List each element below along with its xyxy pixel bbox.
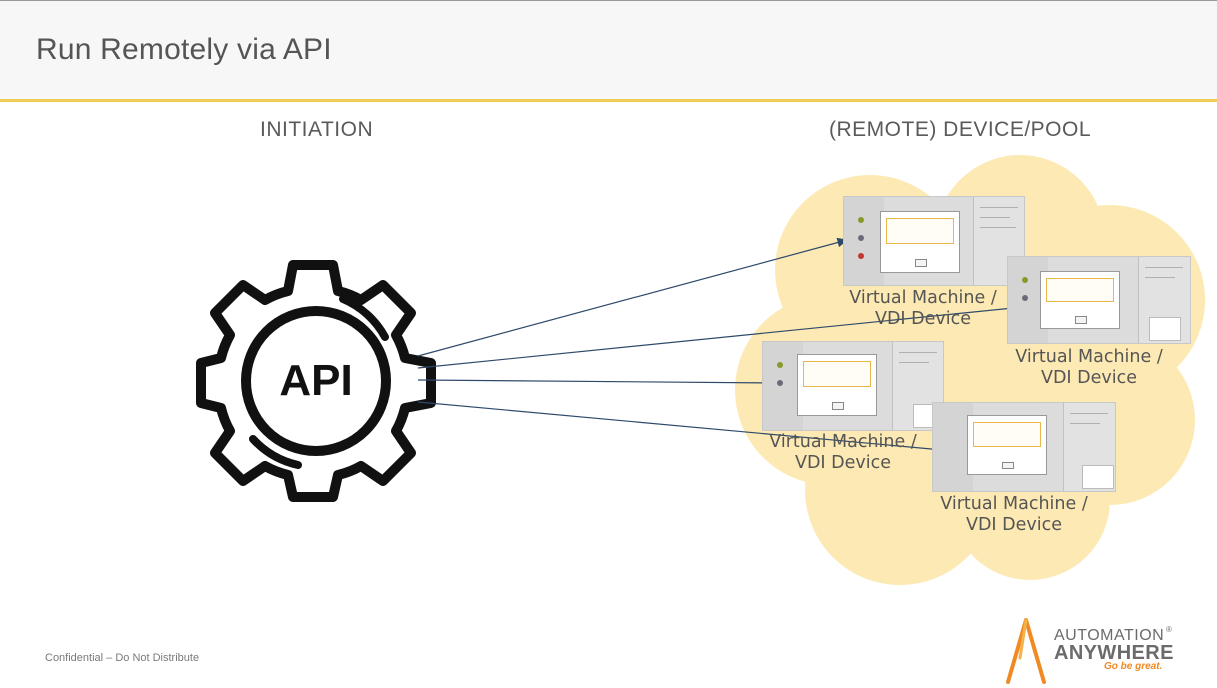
logo-text-anywhere: ANYWHERE [1054, 642, 1174, 664]
slide-title: Run Remotely via API [36, 33, 332, 66]
device-4-label: Virtual Machine / VDI Device [940, 494, 1088, 535]
arrow-to-device-3 [417, 378, 777, 388]
device-3-screenshot [762, 341, 944, 431]
device-2-screenshot [1007, 256, 1191, 344]
device-3-label: Virtual Machine / VDI Device [769, 432, 917, 473]
title-underline [0, 99, 1217, 102]
logo-registered-mark: ® [1166, 625, 1172, 634]
device-1-label: Virtual Machine / VDI Device [849, 288, 997, 329]
logo-tagline: Go be great. [1104, 661, 1163, 672]
arrow-to-device-4 [417, 401, 999, 459]
device-pool-heading: (REMOTE) DEVICE/POOL [829, 118, 1092, 141]
device-1-screenshot [843, 196, 1025, 286]
device-4-screenshot [932, 402, 1116, 492]
initiation-heading: INITIATION [260, 118, 374, 141]
top-border [0, 0, 1217, 1]
api-gear-icon: API [196, 260, 436, 502]
device-2-label: Virtual Machine / VDI Device [1015, 347, 1163, 388]
arrow-to-device-2 [417, 302, 1035, 369]
confidential-footer: Confidential – Do Not Distribute [45, 652, 200, 664]
api-label: API [279, 356, 352, 405]
arrow-to-device-1 [417, 237, 849, 357]
automation-anywhere-logo-icon [1006, 618, 1046, 684]
logo-text-automation: AUTOMATION [1054, 627, 1165, 644]
title-band [0, 1, 1217, 100]
